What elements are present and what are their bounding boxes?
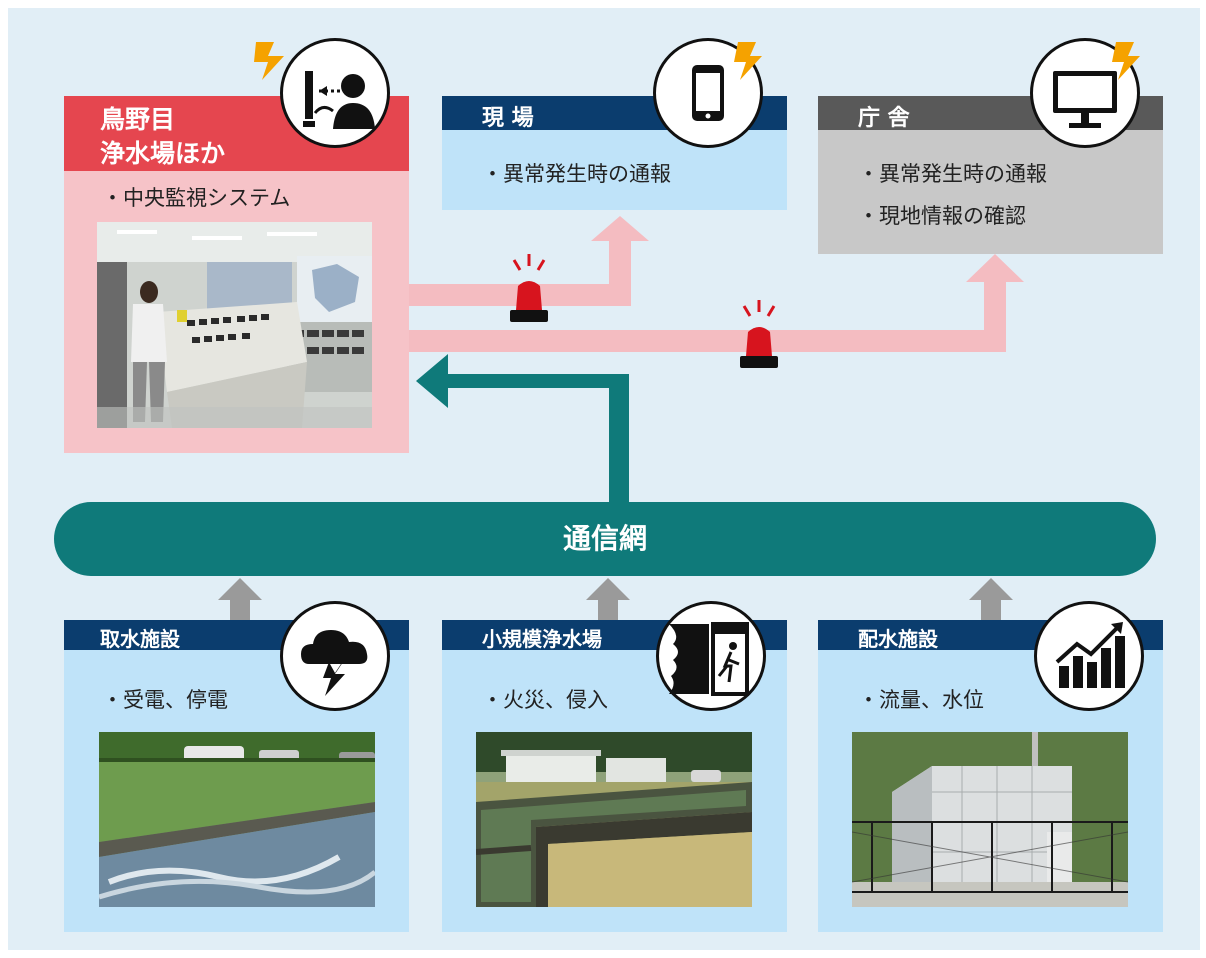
gray-arrow-distribution bbox=[969, 578, 1013, 628]
field-bullet: ・異常発生時の通報 bbox=[482, 162, 671, 186]
hq-bullet: ・中央監視システム bbox=[102, 186, 291, 210]
distribution-title: 配水施設 bbox=[858, 627, 938, 651]
gray-arrow-intake bbox=[218, 578, 262, 628]
alert-arrow-to-office bbox=[408, 254, 1024, 352]
lightning-icon-field bbox=[734, 42, 762, 80]
office-bullet-2: ・現地情報の確認 bbox=[858, 204, 1026, 228]
intake-bullet: ・受電、停電 bbox=[102, 688, 228, 712]
hq-title-line1: 鳥野目 bbox=[100, 105, 176, 134]
field-title: 現 場 bbox=[482, 106, 534, 131]
intake-title: 取水施設 bbox=[100, 627, 180, 651]
monitoring-operator-icon bbox=[280, 38, 390, 148]
network-bar: 通信網 bbox=[54, 502, 1156, 576]
office-title: 庁 舎 bbox=[858, 106, 910, 131]
alert-arrows bbox=[218, 216, 1024, 628]
small-plant-bullet: ・火災、侵入 bbox=[482, 688, 608, 712]
hq-title-line2: 浄水場ほか bbox=[100, 139, 226, 168]
distribution-box: 配水施設 ・流量、水位 bbox=[818, 620, 1163, 932]
lightning-icon-hq bbox=[254, 42, 284, 80]
storm-cloud-icon bbox=[280, 601, 390, 711]
office-bullet-1: ・異常発生時の通報 bbox=[858, 162, 1047, 186]
small-plant-title: 小規模浄水場 bbox=[482, 627, 602, 651]
hq-box: 鳥野目 浄水場ほか ・中央監視システム bbox=[64, 96, 409, 453]
smartphone-alert-icon bbox=[653, 38, 763, 148]
diagram-canvas: 鳥野目 浄水場ほか ・中央監視システム bbox=[8, 8, 1200, 950]
network-label: 通信網 bbox=[562, 522, 647, 555]
bar-chart-up-icon bbox=[1034, 601, 1144, 711]
intake-photo bbox=[99, 732, 375, 907]
gray-arrow-small-plant bbox=[586, 578, 630, 628]
fire-exit-icon bbox=[656, 601, 766, 711]
small-plant-photo bbox=[476, 732, 752, 907]
distribution-photo bbox=[852, 732, 1128, 907]
distribution-bullet: ・流量、水位 bbox=[858, 688, 984, 712]
siren-icon-field bbox=[510, 254, 548, 322]
siren-icon-office bbox=[740, 300, 778, 368]
lightning-icon-office bbox=[1112, 42, 1140, 80]
control-room-photo bbox=[97, 222, 372, 428]
network-arrow-to-hq bbox=[416, 354, 629, 508]
